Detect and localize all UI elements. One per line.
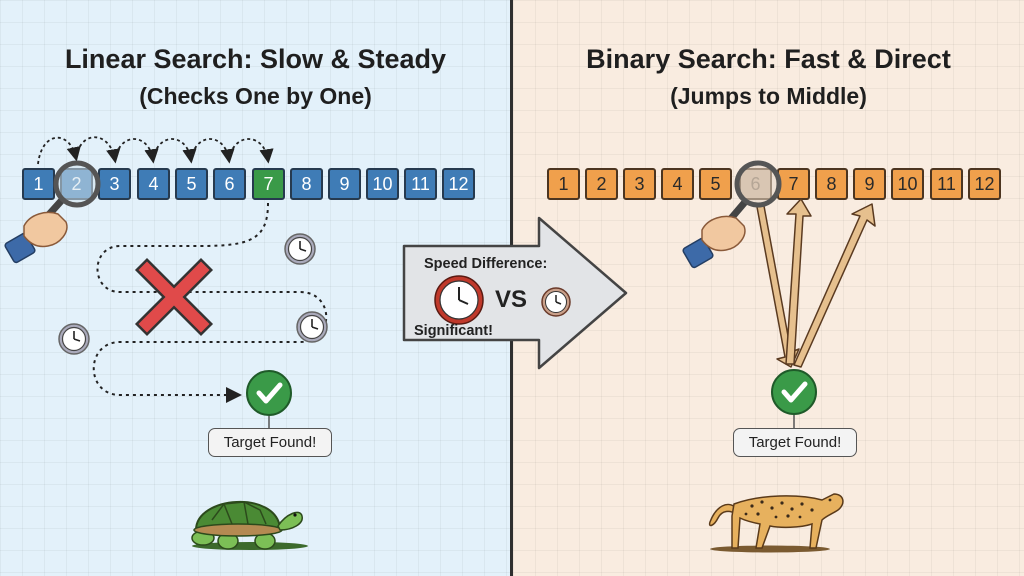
target-found-bubble: Target Found! — [733, 428, 857, 457]
checkmark-icon — [771, 369, 817, 415]
linear-subtitle: (Checks One by One) — [139, 83, 372, 109]
binary-subtitle: (Jumps to Middle) — [670, 83, 867, 109]
binary-jump-arrows — [756, 198, 876, 368]
binary-cell: 2 — [585, 168, 618, 200]
binary-cell: 1 — [547, 168, 580, 200]
binary-cell: 8 — [815, 168, 848, 200]
linear-search-path — [92, 202, 328, 403]
hand-icon — [4, 211, 68, 264]
turtle-icon — [191, 500, 308, 550]
checkmark-icon — [246, 370, 292, 416]
binary-cell: 4 — [661, 168, 694, 200]
clock-icon — [296, 311, 328, 343]
linear-cell: 11 — [404, 168, 437, 200]
cheetah-icon — [708, 493, 844, 553]
magnifier-icon — [724, 160, 782, 226]
linear-hop-arrows — [37, 136, 274, 165]
linear-cell: 6 — [213, 168, 246, 200]
target-found-bubble: Target Found! — [208, 428, 332, 457]
speed-difference-label: Speed Difference: — [424, 256, 548, 272]
binary-cell: 3 — [623, 168, 656, 200]
vs-label: VS — [495, 286, 528, 313]
binary-title: Binary Search: Fast & Direct — [586, 44, 951, 74]
binary-cell: 9 — [853, 168, 886, 200]
binary-cell: 5 — [699, 168, 732, 200]
binary-cell: 12 — [968, 168, 1001, 200]
red-x-fill — [138, 261, 210, 333]
linear-cell: 4 — [137, 168, 170, 200]
linear-cell: 12 — [442, 168, 475, 200]
linear-cell-target: 7 — [252, 168, 285, 200]
linear-cell: 10 — [366, 168, 399, 200]
large-clock-icon — [434, 275, 484, 325]
linear-cell: 9 — [328, 168, 361, 200]
magnifier-icon — [40, 160, 101, 224]
clock-icon — [284, 233, 316, 265]
binary-cell: 11 — [930, 168, 963, 200]
binary-cell: 7 — [777, 168, 810, 200]
significant-label: Significant! — [414, 323, 493, 339]
linear-cell: 1 — [22, 168, 55, 200]
linear-cell: 5 — [175, 168, 208, 200]
hand-icon — [682, 215, 746, 269]
clock-icon — [58, 323, 90, 355]
linear-title: Linear Search: Slow & Steady — [64, 44, 447, 74]
linear-cell: 8 — [290, 168, 323, 200]
binary-cell: 10 — [891, 168, 924, 200]
small-clock-icon — [541, 287, 571, 317]
speed-arrow — [402, 216, 628, 370]
